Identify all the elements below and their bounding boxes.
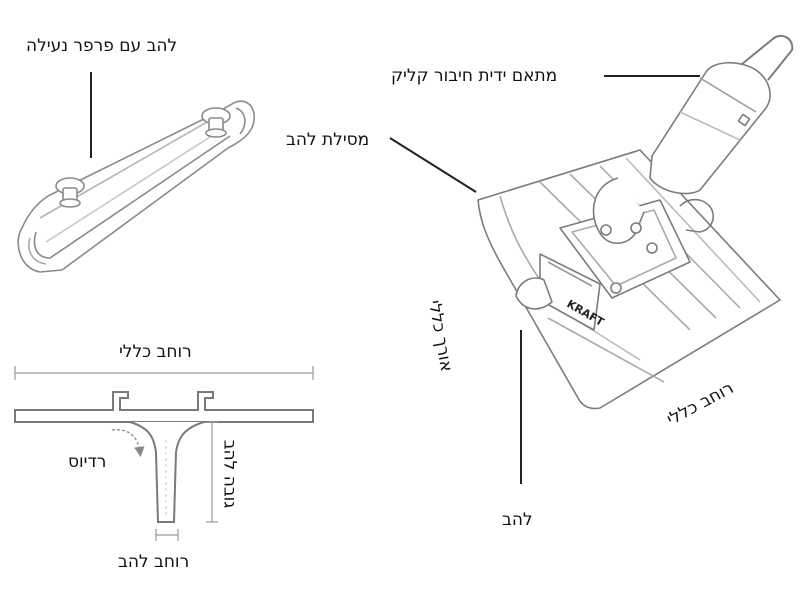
label-click-handle-adapter: מתאם ידית חיבור קליק: [391, 66, 558, 86]
wingnut-right-icon: [201, 107, 231, 138]
leader-blade-track: [389, 137, 477, 193]
label-blade-track: מסילת להב: [286, 130, 370, 150]
assembled-tool-drawing: [477, 34, 794, 410]
label-radius: רדיוס: [68, 452, 107, 472]
label-blade: להב: [502, 510, 533, 530]
label-blade-height: גובה להב: [219, 439, 240, 509]
label-overall-width-left: רוחב כללי: [119, 342, 192, 362]
label-blade-width: רוחב להב: [118, 552, 190, 572]
wingnut-left-icon: [55, 177, 85, 208]
label-blade-with-wingnut: להב עם פרפר נעילה: [26, 36, 178, 56]
blade-with-wingnut-drawing: [17, 100, 255, 273]
cross-section-drawing: [14, 366, 314, 541]
